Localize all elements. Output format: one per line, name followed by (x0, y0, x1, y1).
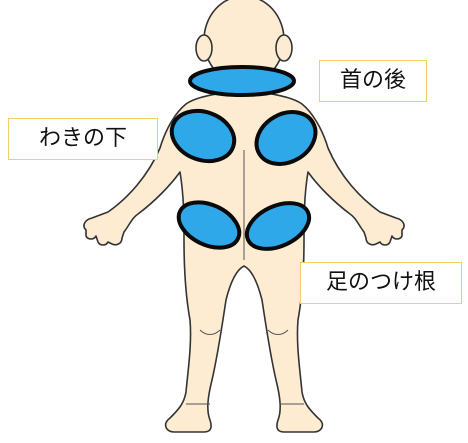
neck-marker (190, 67, 294, 95)
groin-label: 足のつけ根 (300, 262, 462, 304)
neck-label: 首の後 (319, 60, 427, 102)
armpit-label: わきの下 (8, 118, 158, 160)
